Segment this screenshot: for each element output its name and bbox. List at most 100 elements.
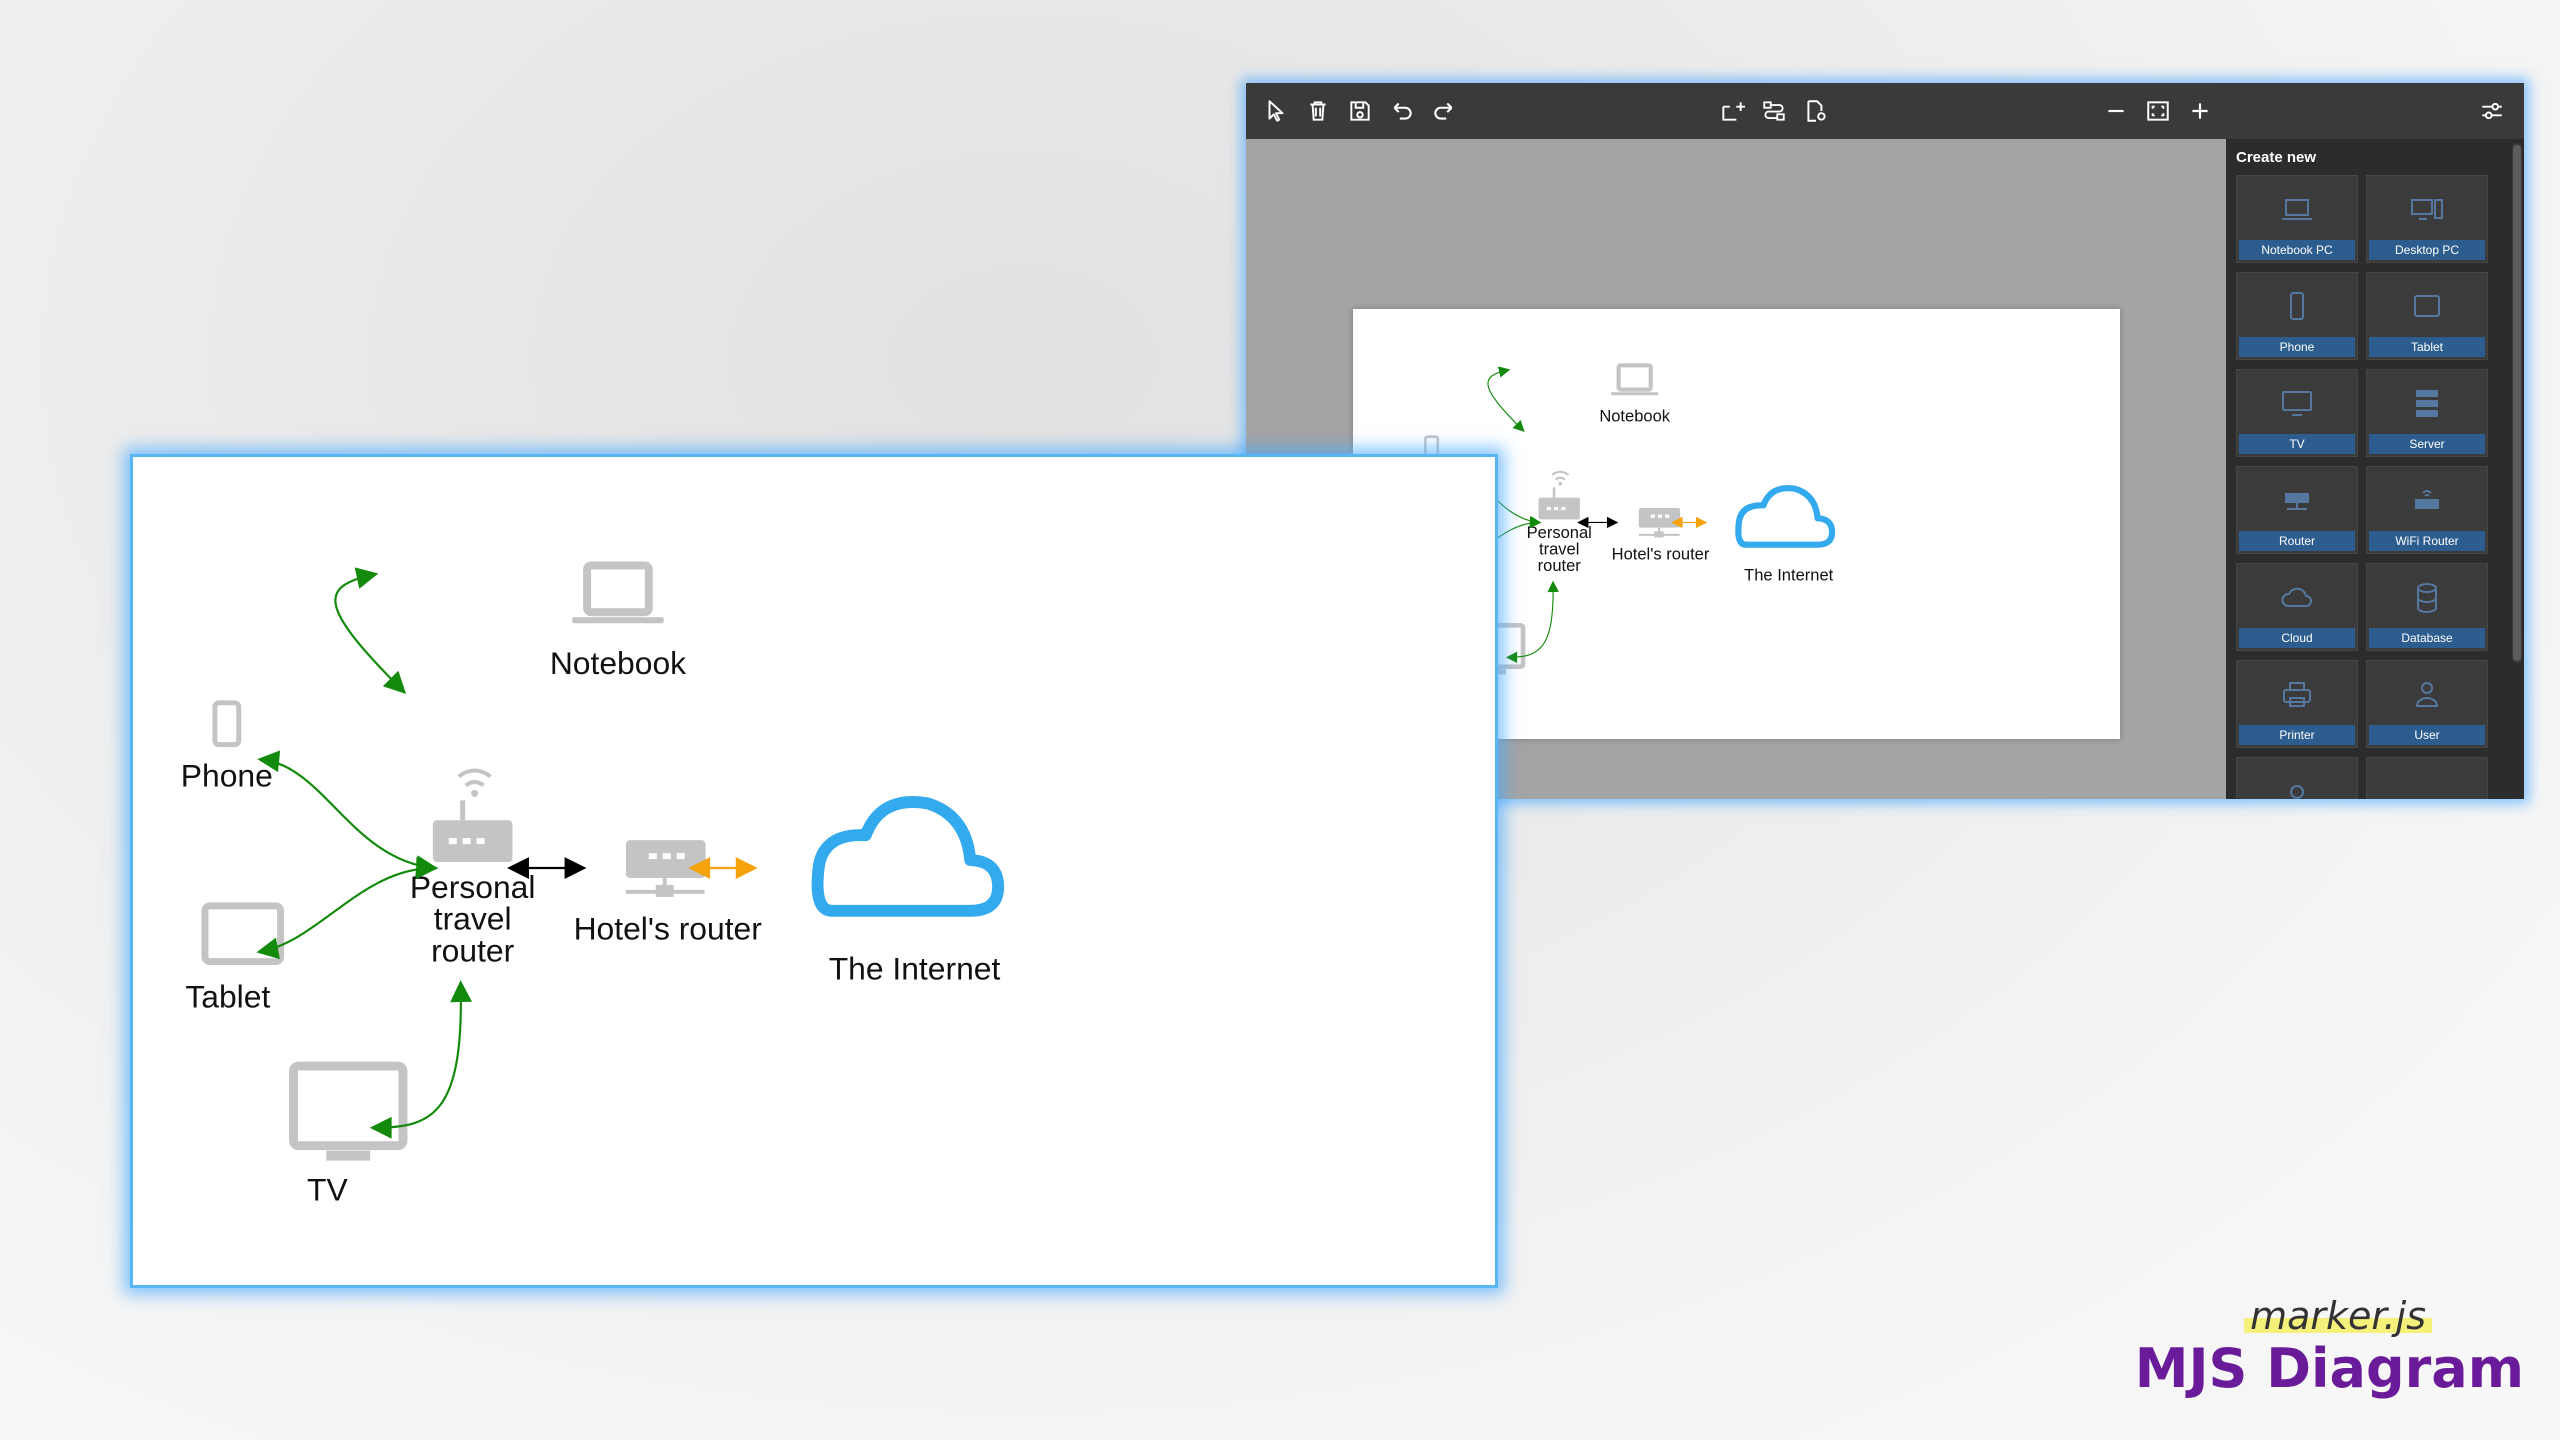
hotel-router-node[interactable] bbox=[625, 840, 706, 897]
palette-item-notebook-pc[interactable]: Notebook PC bbox=[2236, 175, 2358, 263]
hotel-router-node[interactable] bbox=[1638, 507, 1681, 538]
zoom-in-button[interactable] bbox=[2184, 95, 2216, 127]
palette-item-user[interactable]: User bbox=[2366, 660, 2488, 748]
internet-node[interactable] bbox=[1735, 485, 1836, 548]
save-icon bbox=[1350, 101, 1370, 121]
palette-scrollbar[interactable] bbox=[2512, 143, 2522, 663]
palette-item-label: User bbox=[2369, 725, 2485, 745]
palette-scroll-thumb[interactable] bbox=[2513, 145, 2521, 661]
desktop-icon bbox=[2367, 190, 2487, 230]
tv-icon bbox=[289, 1061, 408, 1161]
link-notebook-travel-router[interactable] bbox=[1487, 366, 1525, 433]
hotel-router-label: Hotel's router bbox=[574, 911, 763, 947]
add-box-icon bbox=[1722, 102, 1745, 121]
mjs-diagram-logo: MJS Diagram bbox=[2134, 1337, 2524, 1400]
circle-icon bbox=[2237, 772, 2357, 799]
phone-icon bbox=[2237, 287, 2357, 327]
palette-item-tv[interactable]: TV bbox=[2236, 369, 2358, 457]
notebook-node[interactable] bbox=[1610, 363, 1659, 396]
save-button[interactable] bbox=[1344, 95, 1376, 127]
palette-item-label: Desktop PC bbox=[2369, 240, 2485, 260]
minus-icon bbox=[2108, 109, 2124, 113]
notebook-icon bbox=[572, 561, 664, 624]
palette-item-label: Router bbox=[2239, 531, 2355, 551]
palette-item-label: WiFi Router bbox=[2369, 531, 2485, 551]
travel-router-node[interactable] bbox=[1538, 470, 1580, 520]
tv-node[interactable] bbox=[289, 1061, 408, 1161]
palette-item-server[interactable]: Server bbox=[2366, 369, 2488, 457]
notebook-label: Notebook bbox=[1599, 407, 1670, 426]
tv-icon bbox=[2237, 384, 2357, 424]
diagram-editor-window: NotebookPhoneTabletTVPersonaltravelroute… bbox=[1246, 83, 2524, 799]
phone-node[interactable] bbox=[212, 700, 242, 748]
settings-button[interactable] bbox=[2476, 95, 2508, 127]
palette-item-label: Server bbox=[2369, 434, 2485, 454]
cloud-icon bbox=[1735, 485, 1836, 548]
undo-icon bbox=[1393, 102, 1412, 120]
palette-item-shape[interactable] bbox=[2236, 757, 2358, 799]
palette-item-router[interactable]: Router bbox=[2236, 466, 2358, 554]
palette-item-label: Tablet bbox=[2369, 337, 2485, 357]
phone-icon bbox=[212, 700, 242, 748]
document-gear-icon bbox=[1807, 100, 1826, 122]
travel-router-label-3: router bbox=[1538, 556, 1582, 575]
add-node-button[interactable] bbox=[1716, 95, 1748, 127]
cloud-icon bbox=[811, 796, 1005, 917]
palette-item-wifi-router[interactable]: WiFi Router bbox=[2366, 466, 2488, 554]
link-tv-travel-router[interactable] bbox=[369, 980, 473, 1139]
palette-item-text[interactable]: Text bbox=[2366, 757, 2488, 799]
notebook-label: Notebook bbox=[550, 645, 686, 681]
tablet-icon bbox=[2367, 287, 2487, 327]
select-tool-button[interactable] bbox=[1260, 95, 1292, 127]
internet-label: The Internet bbox=[1744, 565, 1833, 584]
tablet-icon bbox=[201, 902, 285, 966]
palette-item-label: Cloud bbox=[2239, 628, 2355, 648]
tablet-node[interactable] bbox=[201, 902, 285, 966]
travel-router-label-1: Personal bbox=[410, 869, 536, 905]
redo-button[interactable] bbox=[1428, 95, 1460, 127]
link-tablet-travel-router[interactable] bbox=[256, 857, 439, 960]
cloud-icon bbox=[2237, 578, 2357, 618]
trash-icon bbox=[1310, 101, 1326, 121]
delete-button[interactable] bbox=[1302, 95, 1334, 127]
palette-item-desktop-pc[interactable]: Desktop PC bbox=[2366, 175, 2488, 263]
notebook-node[interactable] bbox=[572, 561, 664, 624]
internet-node[interactable] bbox=[811, 796, 1005, 917]
redo-icon bbox=[1434, 102, 1453, 120]
travel-router-node[interactable] bbox=[432, 768, 513, 863]
internet-label: The Internet bbox=[829, 950, 1001, 986]
palette-item-tablet[interactable]: Tablet bbox=[2366, 272, 2488, 360]
travel-router-label-3: router bbox=[431, 933, 515, 969]
document-settings-button[interactable] bbox=[1800, 95, 1832, 127]
undo-button[interactable] bbox=[1386, 95, 1418, 127]
phone-label: Phone bbox=[181, 757, 273, 793]
palette-item-printer[interactable]: Printer bbox=[2236, 660, 2358, 748]
palette-item-phone[interactable]: Phone bbox=[2236, 272, 2358, 360]
user-icon bbox=[2367, 675, 2487, 715]
connect-icon bbox=[1763, 101, 1785, 121]
palette-item-label: Database bbox=[2369, 628, 2485, 648]
zoom-out-button[interactable] bbox=[2100, 95, 2132, 127]
plus-icon bbox=[2192, 103, 2208, 119]
link-phone-travel-router[interactable] bbox=[257, 750, 439, 877]
palette-item-database[interactable]: Database bbox=[2366, 563, 2488, 651]
travel-router-label-2: travel bbox=[434, 901, 512, 937]
editor-toolbar bbox=[1246, 83, 2524, 139]
database-icon bbox=[2367, 578, 2487, 618]
link-notebook-travel-router[interactable] bbox=[334, 567, 407, 694]
tablet-label: Tablet bbox=[185, 978, 270, 1014]
sliders-icon bbox=[2482, 102, 2502, 120]
palette-item-label: TV bbox=[2239, 434, 2355, 454]
palette-item-label: Printer bbox=[2239, 725, 2355, 745]
printer-icon bbox=[2237, 675, 2357, 715]
router-icon bbox=[2237, 481, 2357, 521]
connector-tool-button[interactable] bbox=[1758, 95, 1790, 127]
link-tv-travel-router[interactable] bbox=[1505, 580, 1559, 664]
fit-to-screen-button[interactable] bbox=[2142, 95, 2174, 127]
router-icon bbox=[1638, 507, 1681, 538]
palette-item-label: Phone bbox=[2239, 337, 2355, 357]
palette-item-cloud[interactable]: Cloud bbox=[2236, 563, 2358, 651]
tv-label: TV bbox=[307, 1171, 348, 1207]
